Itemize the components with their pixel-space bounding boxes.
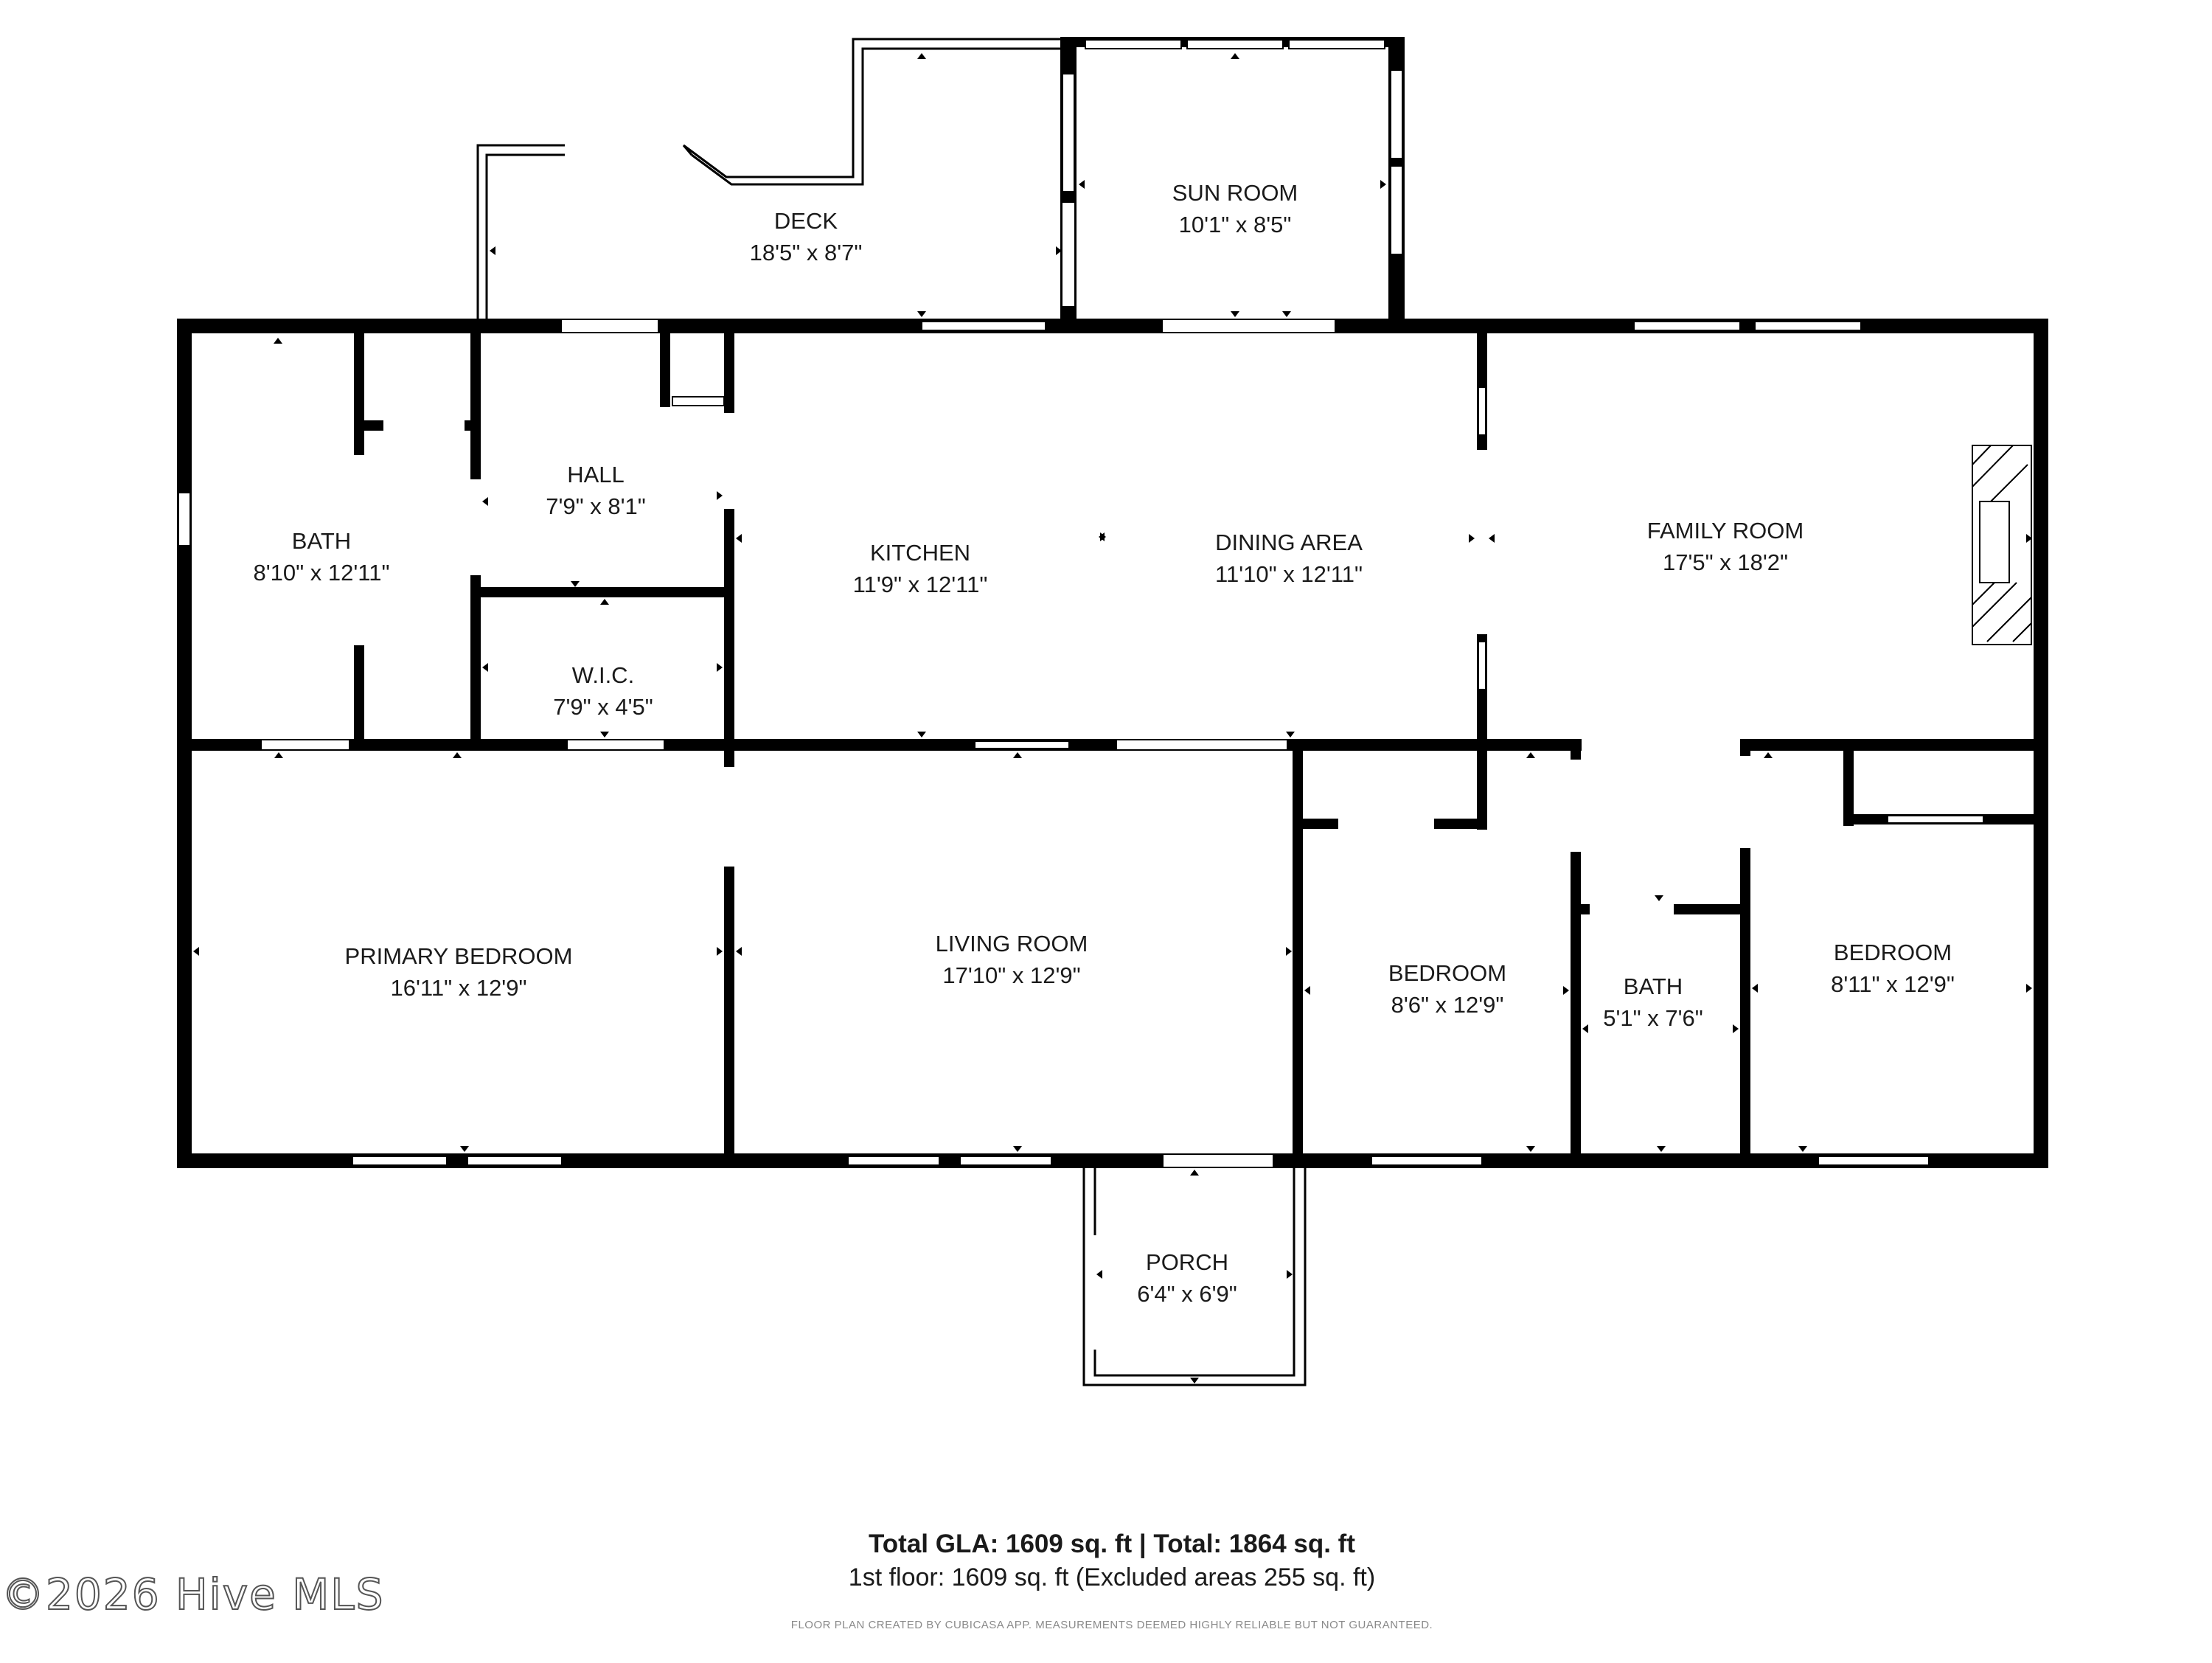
room-name: BATH — [1624, 973, 1683, 999]
room-dimensions: 11'10" x 12'11" — [1215, 561, 1363, 587]
room-name: FAMILY ROOM — [1647, 518, 1804, 544]
room-dimensions: 8'11" x 12'9" — [1831, 971, 1955, 997]
room-bedroom-3-label: BEDROOM 8'11" x 12'9" — [1831, 940, 1955, 997]
room-bedroom-2-label: BEDROOM 8'6" x 12'9" — [1388, 960, 1506, 1018]
room-name: HALL — [567, 462, 625, 487]
room-name: LIVING ROOM — [936, 931, 1088, 957]
room-hall-label: HALL 7'9" x 8'1" — [546, 462, 646, 519]
floor-area-summary: 1st floor: 1609 sq. ft (Excluded areas 2… — [849, 1563, 1375, 1591]
room-dimensions: 16'11" x 12'9" — [391, 975, 527, 1001]
room-name: W.I.C. — [572, 662, 634, 688]
room-name: PRIMARY BEDROOM — [345, 943, 573, 969]
room-dimensions: 5'1" x 7'6" — [1603, 1005, 1703, 1031]
interior-walls — [177, 333, 2048, 1159]
room-dimensions: 11'9" x 12'11" — [853, 572, 988, 597]
mls-watermark: ©2026 Hive MLS — [1, 1569, 384, 1619]
room-name: KITCHEN — [870, 540, 970, 566]
room-name: BEDROOM — [1834, 940, 1952, 965]
room-dimensions: 10'1" x 8'5" — [1179, 212, 1292, 237]
porch-outline — [1082, 1168, 1307, 1386]
room-dimensions: 17'10" x 12'9" — [942, 962, 1080, 988]
deck-outline — [476, 38, 1065, 319]
room-dimensions: 18'5" x 8'7" — [750, 240, 863, 265]
room-deck-label: DECK 18'5" x 8'7" — [750, 208, 863, 265]
room-porch-label: PORCH 6'4" x 6'9" — [1137, 1249, 1237, 1307]
room-living-label: LIVING ROOM 17'10" x 12'9" — [936, 931, 1088, 988]
disclaimer-text: FLOOR PLAN CREATED BY CUBICASA APP. MEAS… — [791, 1619, 1433, 1631]
room-name: PORCH — [1146, 1249, 1228, 1275]
room-bath-2-label: BATH 5'1" x 7'6" — [1603, 973, 1703, 1031]
room-dimensions: 8'10" x 12'11" — [254, 560, 390, 586]
room-bath-primary-label: BATH 8'10" x 12'11" — [254, 528, 390, 586]
room-dining-label: DINING AREA 11'10" x 12'11" — [1215, 530, 1363, 587]
sun-room-walls — [1060, 37, 1405, 320]
room-wic-label: W.I.C. 7'9" x 4'5" — [553, 662, 653, 720]
room-dimensions: 7'9" x 4'5" — [553, 694, 653, 720]
total-area-summary: Total GLA: 1609 sq. ft | Total: 1864 sq.… — [869, 1530, 1355, 1558]
room-dimensions: 7'9" x 8'1" — [546, 493, 646, 519]
left-window — [178, 492, 191, 546]
room-family-label: FAMILY ROOM 17'5" x 18'2" — [1647, 518, 1804, 575]
top-wall-openings — [562, 320, 1862, 332]
bottom-wall-openings — [352, 1155, 1930, 1167]
room-dimensions: 17'5" x 18'2" — [1663, 549, 1788, 575]
dimension-ticks — [193, 53, 2032, 1383]
room-sun-room-label: SUN ROOM 10'1" x 8'5" — [1172, 180, 1298, 237]
room-dimensions: 8'6" x 12'9" — [1391, 992, 1504, 1018]
room-dimensions: 6'4" x 6'9" — [1137, 1281, 1237, 1307]
room-name: SUN ROOM — [1172, 180, 1298, 206]
fireplace — [1972, 445, 2032, 645]
room-name: BEDROOM — [1388, 960, 1506, 986]
room-name: DECK — [774, 208, 838, 234]
room-name: BATH — [292, 528, 351, 554]
room-kitchen-label: KITCHEN 11'9" x 12'11" — [853, 540, 988, 597]
room-primary-bedroom-label: PRIMARY BEDROOM 16'11" x 12'9" — [345, 943, 573, 1001]
room-name: DINING AREA — [1215, 530, 1363, 555]
